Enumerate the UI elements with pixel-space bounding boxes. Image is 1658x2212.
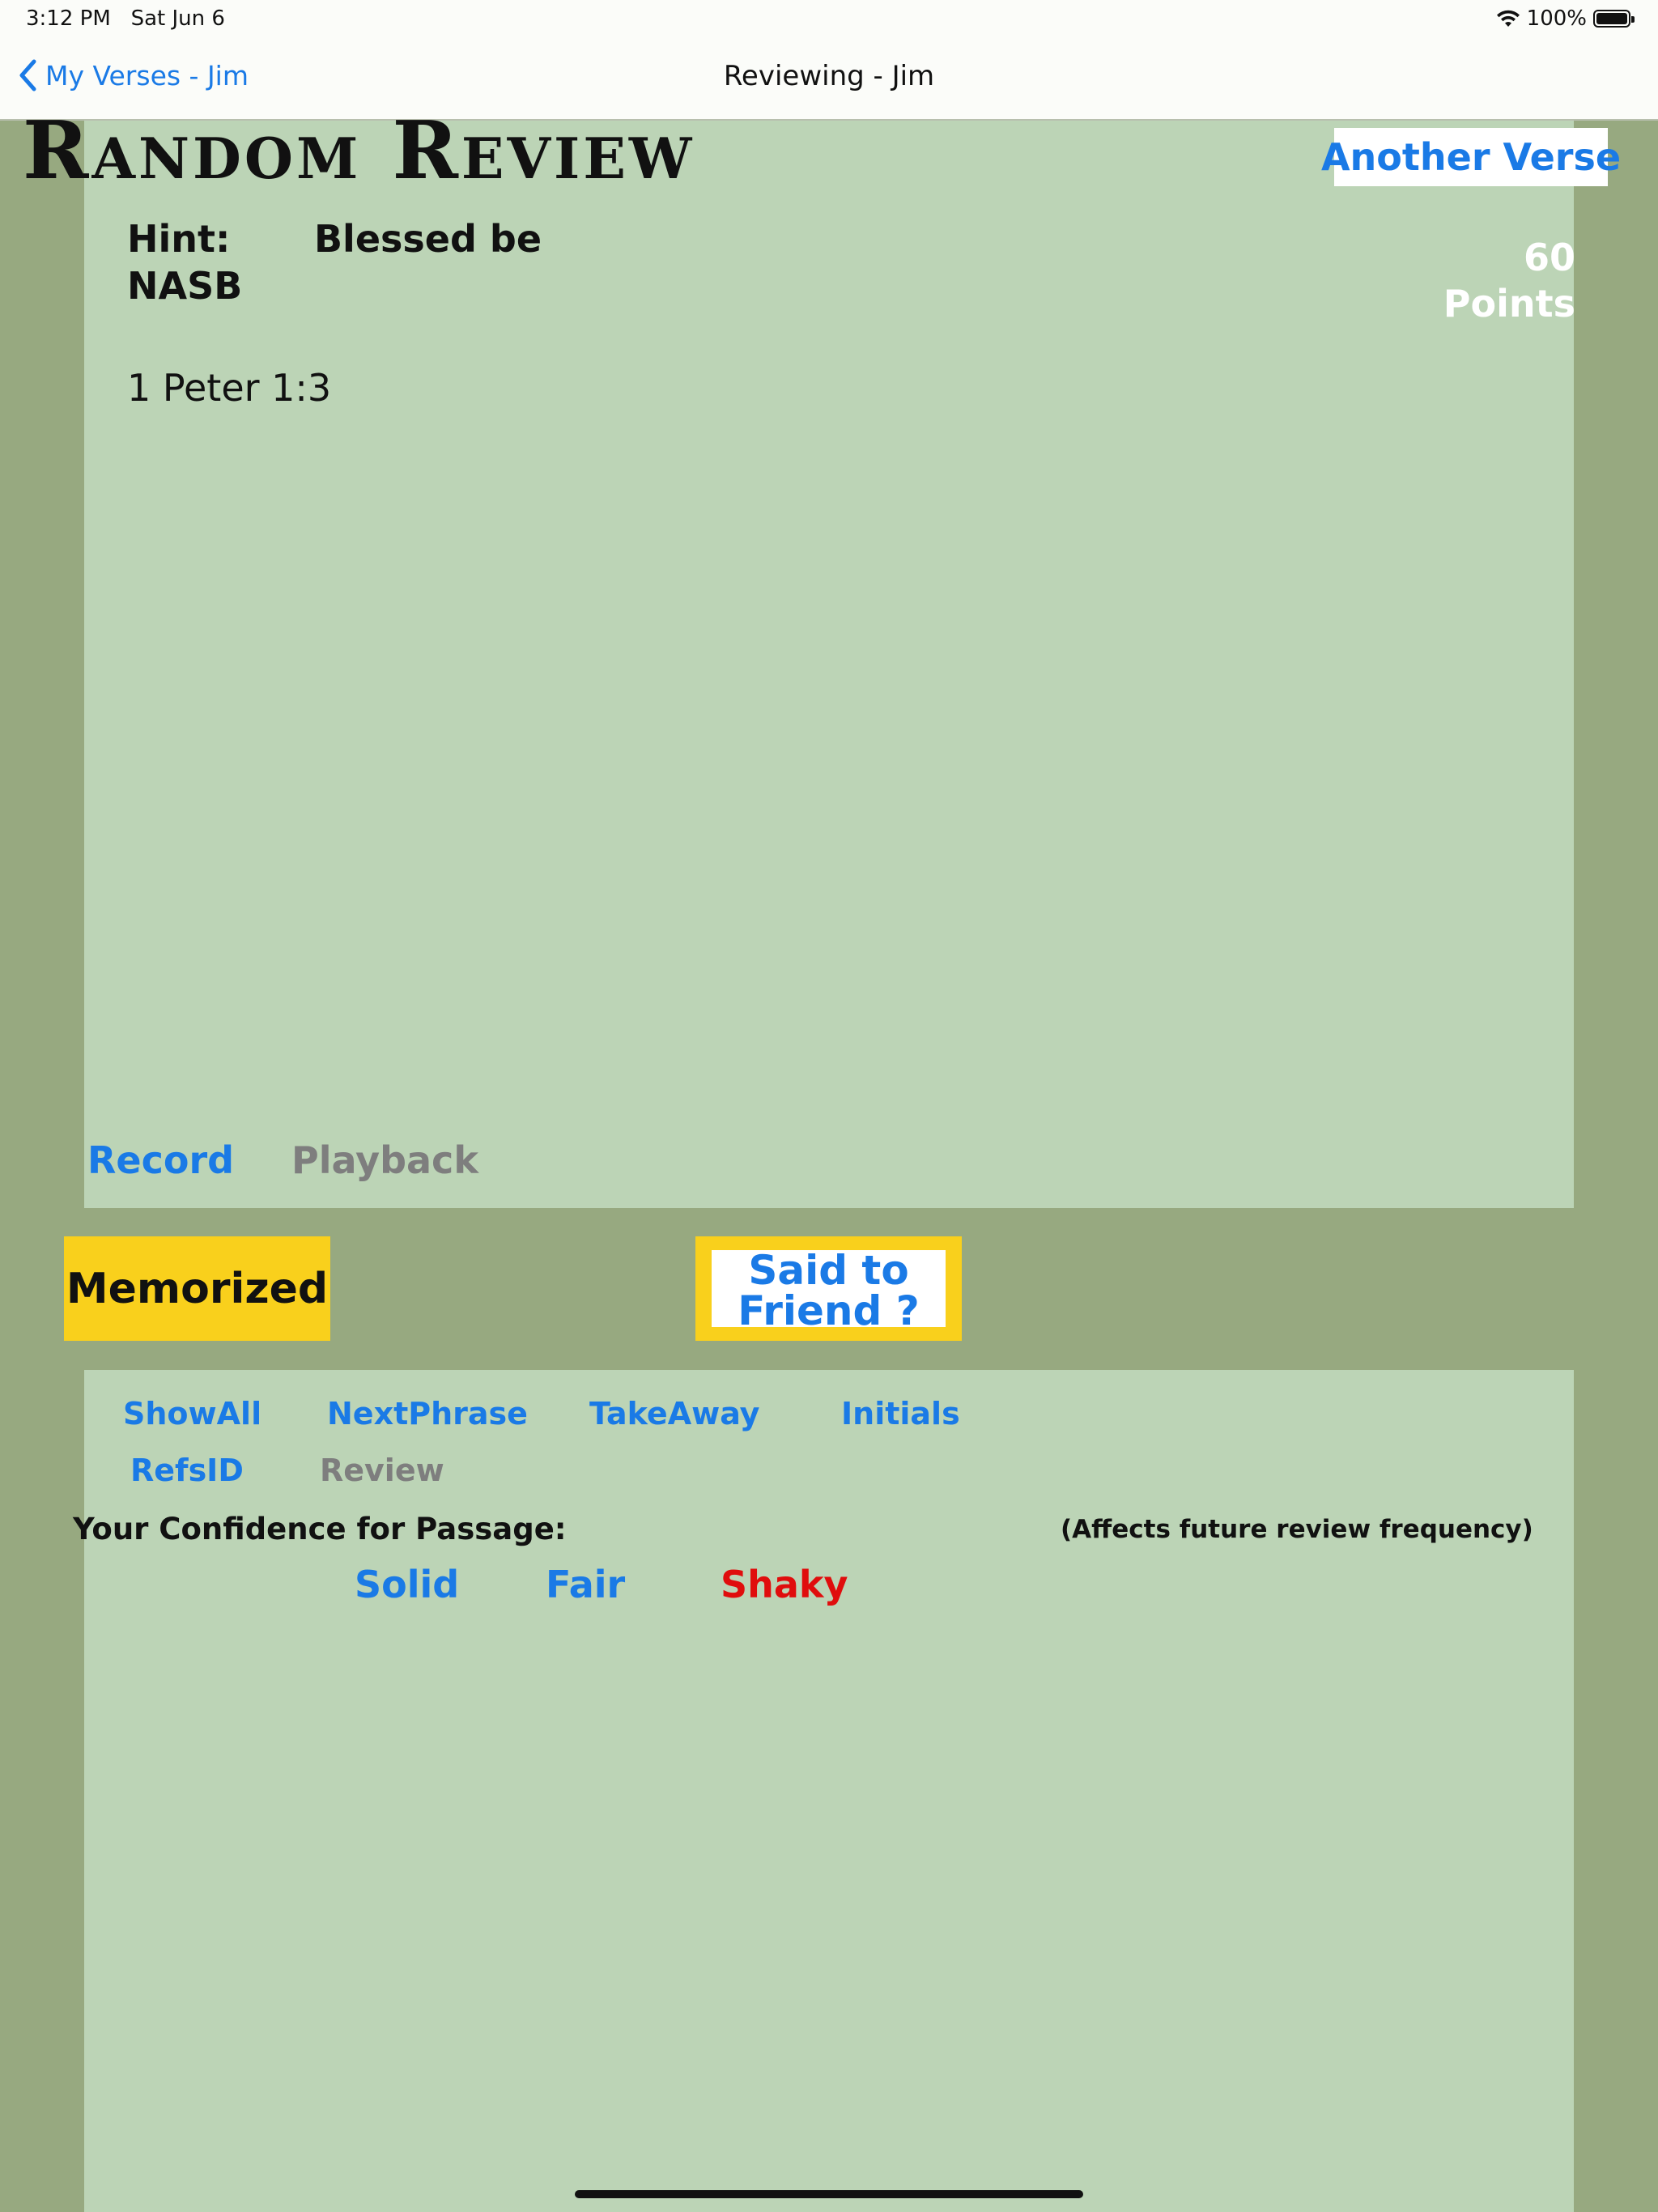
nav-title: Reviewing - Jim xyxy=(723,60,935,92)
memorized-button[interactable]: Memorized xyxy=(64,1236,330,1341)
back-button[interactable]: My Verses - Jim xyxy=(18,58,249,92)
back-button-label: My Verses - Jim xyxy=(45,59,249,91)
confidence-fair-button[interactable]: Fair xyxy=(546,1563,626,1606)
said-to-friend-label: Said to Friend ? xyxy=(712,1250,946,1331)
bible-version: NASB xyxy=(127,264,243,308)
battery-percent: 100% xyxy=(1526,6,1587,31)
verse-panel xyxy=(84,121,1574,1208)
said-to-friend-button[interactable]: Said to Friend ? xyxy=(695,1236,962,1341)
review-button[interactable]: Review xyxy=(320,1453,444,1488)
navigation-bar xyxy=(0,0,1658,121)
another-verse-button[interactable]: Another Verse xyxy=(1321,128,1621,186)
page-heading: Random Review xyxy=(23,104,695,198)
status-time: 3:12 PM Sat Jun 6 xyxy=(26,6,225,31)
tools-panel xyxy=(84,1370,1574,2212)
points-label: Points xyxy=(1443,282,1575,325)
confidence-solid-button[interactable]: Solid xyxy=(355,1563,460,1606)
battery-icon xyxy=(1593,10,1635,28)
playback-button[interactable]: Playback xyxy=(291,1138,478,1182)
verse-reference: 1 Peter 1:3 xyxy=(127,366,332,410)
hint-text: Blessed be xyxy=(314,217,542,261)
wifi-icon xyxy=(1496,10,1520,27)
record-button[interactable]: Record xyxy=(87,1138,235,1182)
confidence-label: Your Confidence for Passage: xyxy=(73,1512,567,1546)
home-indicator[interactable] xyxy=(575,2190,1083,2198)
next-phrase-button[interactable]: NextPhrase xyxy=(327,1396,528,1431)
refs-id-button[interactable]: RefsID xyxy=(130,1453,244,1488)
initials-button[interactable]: Initials xyxy=(841,1396,960,1431)
confidence-note: (Affects future review frequency) xyxy=(1061,1515,1533,1544)
points-value: 60 xyxy=(1523,236,1575,279)
take-away-button[interactable]: TakeAway xyxy=(589,1396,760,1431)
show-all-button[interactable]: ShowAll xyxy=(123,1396,262,1431)
points-display: 60 Points xyxy=(1443,235,1575,327)
status-indicators: 100% xyxy=(1496,6,1635,31)
confidence-shaky-button[interactable]: Shaky xyxy=(721,1563,848,1606)
hint-label: Hint: xyxy=(127,217,231,261)
chevron-left-icon xyxy=(19,59,36,91)
